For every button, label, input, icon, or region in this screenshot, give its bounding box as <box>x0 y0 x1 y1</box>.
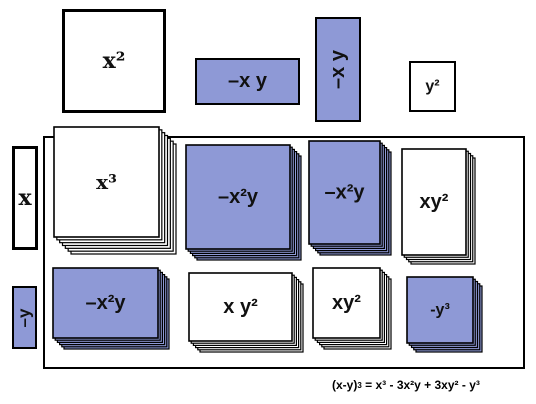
product-frame <box>43 136 525 369</box>
block-front-face <box>308 140 381 245</box>
side-tile-x: x <box>12 146 38 250</box>
block-front-face <box>188 272 293 342</box>
block-label: –x²y <box>324 182 365 204</box>
tile-neg-xy-vertical: –x y <box>315 17 361 122</box>
side-tile-x-label: x <box>18 185 32 211</box>
block-label: x³ <box>96 170 117 194</box>
block-label: –x²y <box>218 186 259 208</box>
block-xy2-2: x y² <box>188 272 304 353</box>
block-label: –x²y <box>85 292 126 314</box>
block-neg-x2y-1: –x²y <box>185 144 302 261</box>
formula-lhs: (x-y) <box>332 378 358 392</box>
tile-y-squared: y² <box>409 61 456 112</box>
block-front-face <box>52 267 159 339</box>
tile-y-squared-label: y² <box>425 77 440 95</box>
block-neg-y3: -y³ <box>406 276 483 353</box>
block-front-face <box>53 126 160 238</box>
block-front-face <box>401 148 467 256</box>
block-front-face <box>406 276 474 344</box>
block-xy2-3: xy² <box>312 267 392 350</box>
expansion-formula: (x-y)3 = x³ - 3x²y + 3xy² - y³ <box>332 374 528 396</box>
formula-rhs: = x³ - 3x²y + 3xy² - y³ <box>365 378 480 392</box>
block-label: x y² <box>223 296 258 318</box>
block-neg-x2y-2: –x²y <box>308 140 392 256</box>
side-tile-neg-y: –y <box>12 286 37 349</box>
block-label: xy² <box>332 292 361 314</box>
block-xy2-1: xy² <box>401 148 476 265</box>
block-front-face <box>312 267 381 339</box>
block-label: xy² <box>420 191 449 213</box>
tile-neg-xy: –x y <box>195 58 300 105</box>
block-front-face <box>185 144 291 250</box>
tile-x-squared: x² <box>62 9 166 113</box>
block-neg-x2y-3: –x²y <box>52 267 170 350</box>
block-x3: x³ <box>53 126 177 255</box>
tile-x-squared-label: x² <box>102 48 126 74</box>
formula-lhs-exponent: 3 <box>357 380 362 390</box>
block-label: -y³ <box>430 302 450 319</box>
tile-neg-xy-label: –x y <box>228 70 267 92</box>
